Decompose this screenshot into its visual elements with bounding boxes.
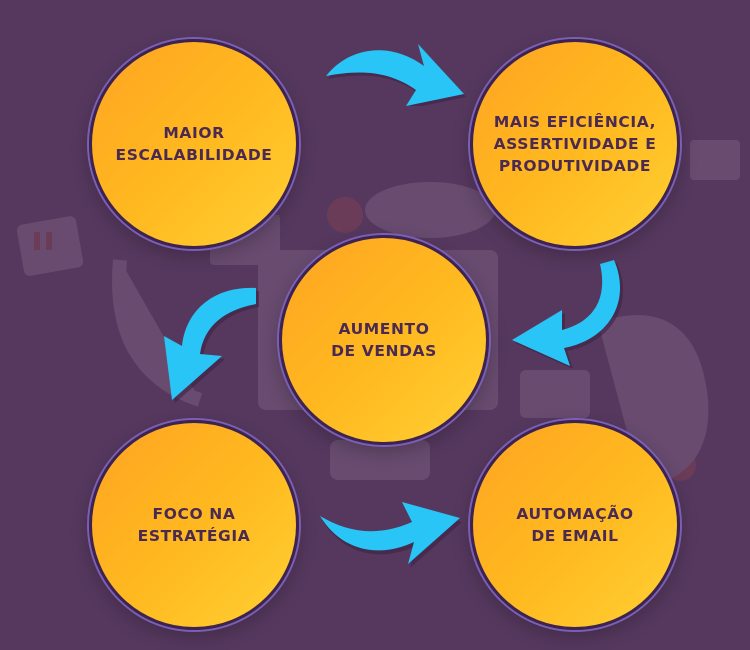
node-mais-eficiencia: MAIS EFICIÊNCIA, ASSERTIVIDADE E PRODUTI…: [470, 39, 680, 249]
arrow-mais-to-aumento: [512, 260, 623, 368]
node-aumento-de-vendas: AUMENTO DE VENDAS: [279, 235, 489, 445]
node-label: MAIS EFICIÊNCIA, ASSERTIVIDADE E PRODUTI…: [493, 113, 657, 175]
node-automacao-de-email: AUTOMAÇÃO DE EMAIL: [470, 420, 680, 630]
node-label: MAIOR ESCALABILIDADE: [115, 124, 273, 164]
arrow-aumento-to-foco: [164, 287, 259, 403]
node-label: AUMENTO DE VENDAS: [331, 320, 437, 360]
node-label: AUTOMAÇÃO DE EMAIL: [516, 505, 634, 545]
arrow-maior-to-mais: [326, 44, 466, 106]
node-foco-na-estrategia: FOCO NA ESTRATÉGIA: [89, 420, 299, 630]
node-label: FOCO NA ESTRATÉGIA: [137, 505, 251, 545]
arrow-foco-to-automacao: [320, 502, 462, 568]
node-maior-escalabilidade: MAIOR ESCALABILIDADE: [89, 39, 299, 249]
